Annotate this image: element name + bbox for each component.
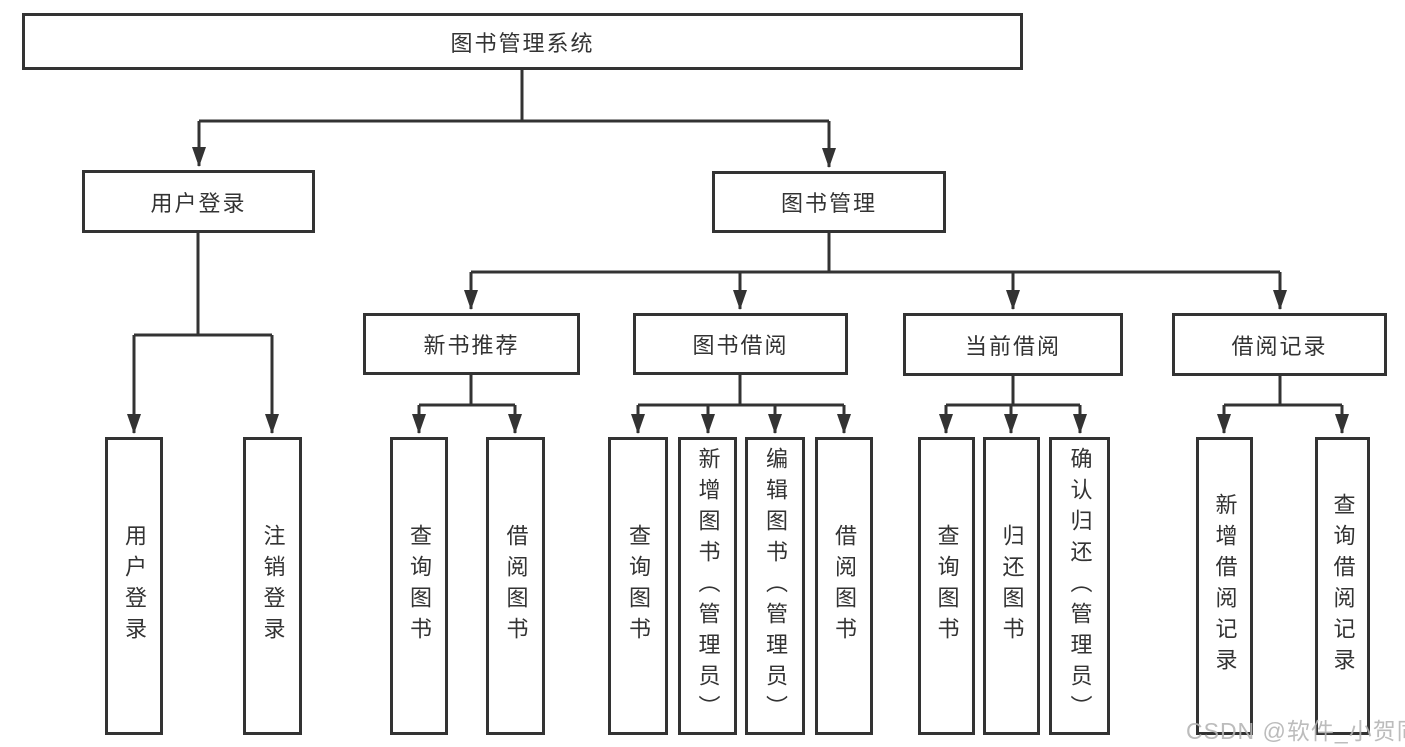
node-root: 图书管理系统 (22, 13, 1023, 70)
node-br-add-record: 新增借阅记录 (1196, 437, 1253, 735)
csdn-watermark: CSDN @软件_小贺同学 (1186, 718, 1405, 744)
node-cb-confirm-return-label: 确认归还（管理员） (1067, 446, 1093, 726)
node-cb-query-books: 查询图书 (918, 437, 975, 735)
node-current-borrowing: 当前借阅 (903, 313, 1123, 376)
node-nb-query-books-label: 查询图书 (407, 524, 432, 648)
node-bb-borrow-books-label: 借阅图书 (832, 524, 857, 648)
node-bb-query-books: 查询图书 (608, 437, 668, 735)
node-logout-label: 注销登录 (260, 524, 286, 648)
node-user-login: 用户登录 (82, 170, 315, 233)
node-new-book-recommend: 新书推荐 (363, 313, 580, 375)
node-logout: 注销登录 (243, 437, 302, 735)
node-book-borrowing: 图书借阅 (633, 313, 848, 375)
node-login: 用户登录 (105, 437, 163, 735)
connector-borrowing-records-backbone (1224, 376, 1342, 407)
node-br-query-record: 查询借阅记录 (1315, 437, 1370, 735)
node-new-book-recommend-label: 新书推荐 (423, 333, 520, 358)
node-bb-add-books: 新增图书（管理员） (678, 437, 737, 735)
node-nb-borrow-books-label: 借阅图书 (503, 524, 529, 648)
connector-new-book-backbone (419, 375, 515, 407)
connector-root-backbone (199, 70, 829, 123)
node-bb-add-books-label: 新增图书（管理员） (695, 446, 721, 726)
connector-current-borrowing-backbone (946, 376, 1080, 407)
node-current-borrowing-label: 当前借阅 (964, 333, 1061, 359)
node-cb-confirm-return: 确认归还（管理员） (1049, 437, 1110, 735)
node-borrowing-records-label: 借阅记录 (1231, 333, 1328, 359)
node-br-query-record-label: 查询借阅记录 (1330, 493, 1356, 679)
node-cb-query-books-label: 查询图书 (934, 524, 960, 648)
node-bb-borrow-books: 借阅图书 (815, 437, 873, 735)
node-cb-return-books-label: 归还图书 (999, 524, 1025, 648)
node-book-borrowing-label: 图书借阅 (692, 333, 789, 358)
connector-book-borrowing-backbone (638, 375, 844, 407)
node-user-login-label: 用户登录 (150, 190, 247, 216)
node-cb-return-books: 归还图书 (983, 437, 1040, 735)
node-bb-query-books-label: 查询图书 (626, 524, 651, 648)
connector-user-login-backbone (134, 233, 272, 337)
node-bb-edit-books: 编辑图书（管理员） (745, 437, 805, 735)
connector-book-management-backbone (471, 233, 1280, 274)
node-login-label: 用户登录 (122, 524, 147, 648)
node-nb-query-books: 查询图书 (390, 437, 448, 735)
node-br-add-record-label: 新增借阅记录 (1212, 493, 1238, 679)
node-bb-edit-books-label: 编辑图书（管理员） (763, 446, 788, 726)
node-book-management-label: 图书管理 (780, 191, 877, 216)
node-nb-borrow-books: 借阅图书 (486, 437, 545, 735)
node-borrowing-records: 借阅记录 (1172, 313, 1387, 376)
node-root-label: 图书管理系统 (450, 30, 595, 56)
node-book-management: 图书管理 (712, 171, 946, 233)
